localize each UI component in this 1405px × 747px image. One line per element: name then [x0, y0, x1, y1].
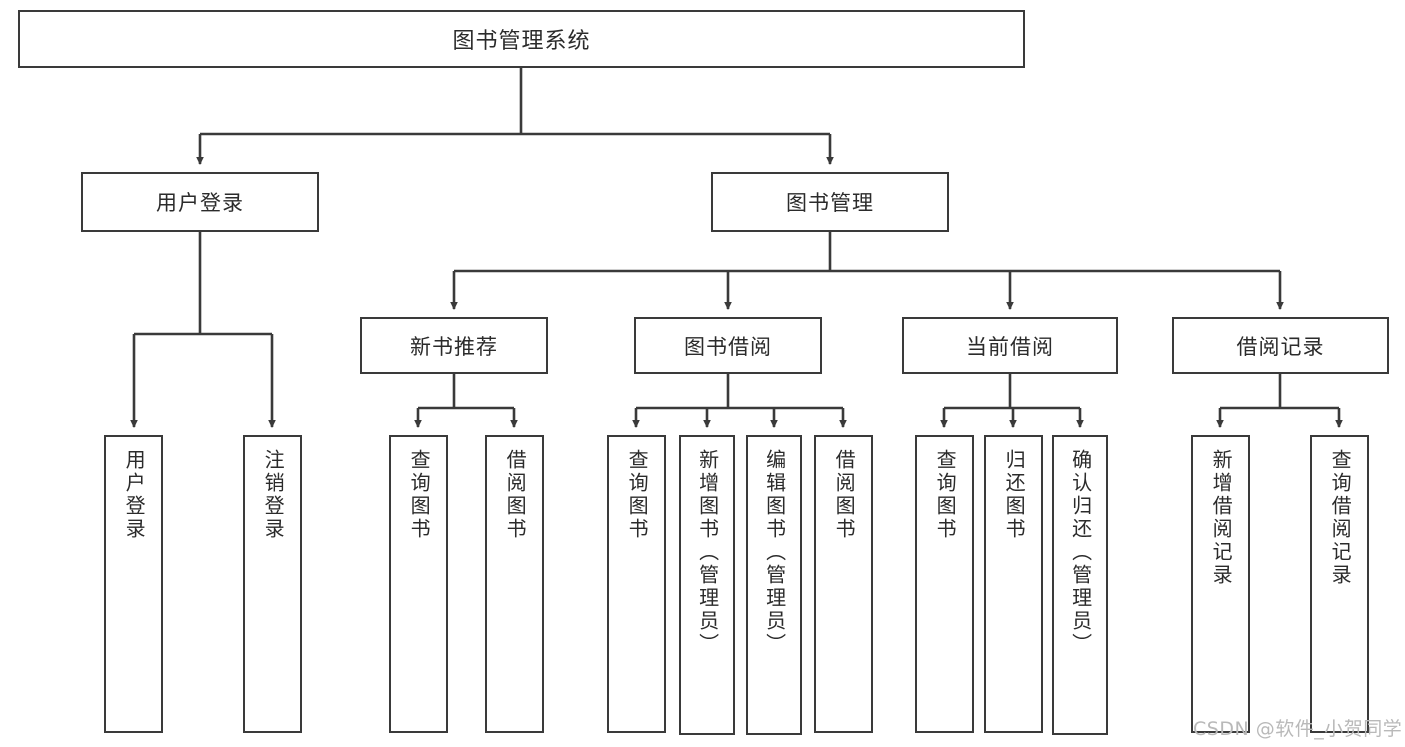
leaf-borrow-books-label: 借阅图书: [832, 449, 857, 541]
node-current-borrowing[interactable]: 当前借阅: [902, 317, 1118, 374]
leaf-add-borrow-record-label: 新增借阅记录: [1209, 449, 1234, 587]
leaf-borrow-books-newbook-label: 借阅图书: [503, 449, 528, 541]
leaf-confirm-return-admin[interactable]: 确认归还（管理员）: [1052, 435, 1108, 735]
leaf-query-borrow-record[interactable]: 查询借阅记录: [1310, 435, 1369, 733]
node-book-management-label: 图书管理: [786, 191, 874, 215]
leaf-add-book-admin-label: 新增图书（管理员）: [695, 449, 720, 656]
leaf-query-books-current-label: 查询图书: [933, 449, 958, 541]
node-new-book-recommendation[interactable]: 新书推荐: [360, 317, 548, 374]
node-root-book-management-system[interactable]: 图书管理系统: [18, 10, 1025, 68]
leaf-query-books-newbook[interactable]: 查询图书: [389, 435, 448, 733]
leaf-borrow-books-newbook[interactable]: 借阅图书: [485, 435, 544, 733]
node-borrow-records[interactable]: 借阅记录: [1172, 317, 1389, 374]
node-new-book-recommendation-label: 新书推荐: [410, 334, 498, 359]
node-root-label: 图书管理系统: [452, 29, 591, 54]
leaf-add-book-admin[interactable]: 新增图书（管理员）: [679, 435, 735, 735]
leaf-query-books-borrow-label: 查询图书: [625, 449, 650, 541]
node-book-borrowing-label: 图书借阅: [684, 334, 772, 359]
node-user-login-label: 用户登录: [156, 191, 244, 215]
node-borrow-records-label: 借阅记录: [1236, 334, 1325, 359]
leaf-user-login[interactable]: 用户登录: [104, 435, 163, 733]
leaf-logout-label: 注销登录: [261, 449, 286, 541]
node-user-login[interactable]: 用户登录: [81, 172, 319, 232]
leaf-user-login-label: 用户登录: [122, 449, 147, 541]
leaf-return-books-label: 归还图书: [1002, 449, 1027, 541]
leaf-edit-book-admin-label: 编辑图书（管理员）: [762, 449, 787, 656]
leaf-query-books-newbook-label: 查询图书: [407, 449, 432, 541]
leaf-confirm-return-admin-label: 确认归还（管理员）: [1068, 449, 1093, 656]
leaf-edit-book-admin[interactable]: 编辑图书（管理员）: [746, 435, 802, 735]
node-book-borrowing[interactable]: 图书借阅: [634, 317, 822, 374]
leaf-logout[interactable]: 注销登录: [243, 435, 302, 733]
node-current-borrowing-label: 当前借阅: [966, 334, 1054, 359]
leaf-borrow-books[interactable]: 借阅图书: [814, 435, 873, 733]
leaf-query-books-current[interactable]: 查询图书: [915, 435, 974, 733]
leaf-add-borrow-record[interactable]: 新增借阅记录: [1191, 435, 1250, 733]
leaf-query-borrow-record-label: 查询借阅记录: [1328, 449, 1353, 587]
leaf-return-books[interactable]: 归还图书: [984, 435, 1043, 733]
leaf-query-books-borrow[interactable]: 查询图书: [607, 435, 666, 733]
node-book-management[interactable]: 图书管理: [711, 172, 949, 232]
csdn-watermark: CSDN @软件_小贺同学: [1193, 718, 1403, 740]
